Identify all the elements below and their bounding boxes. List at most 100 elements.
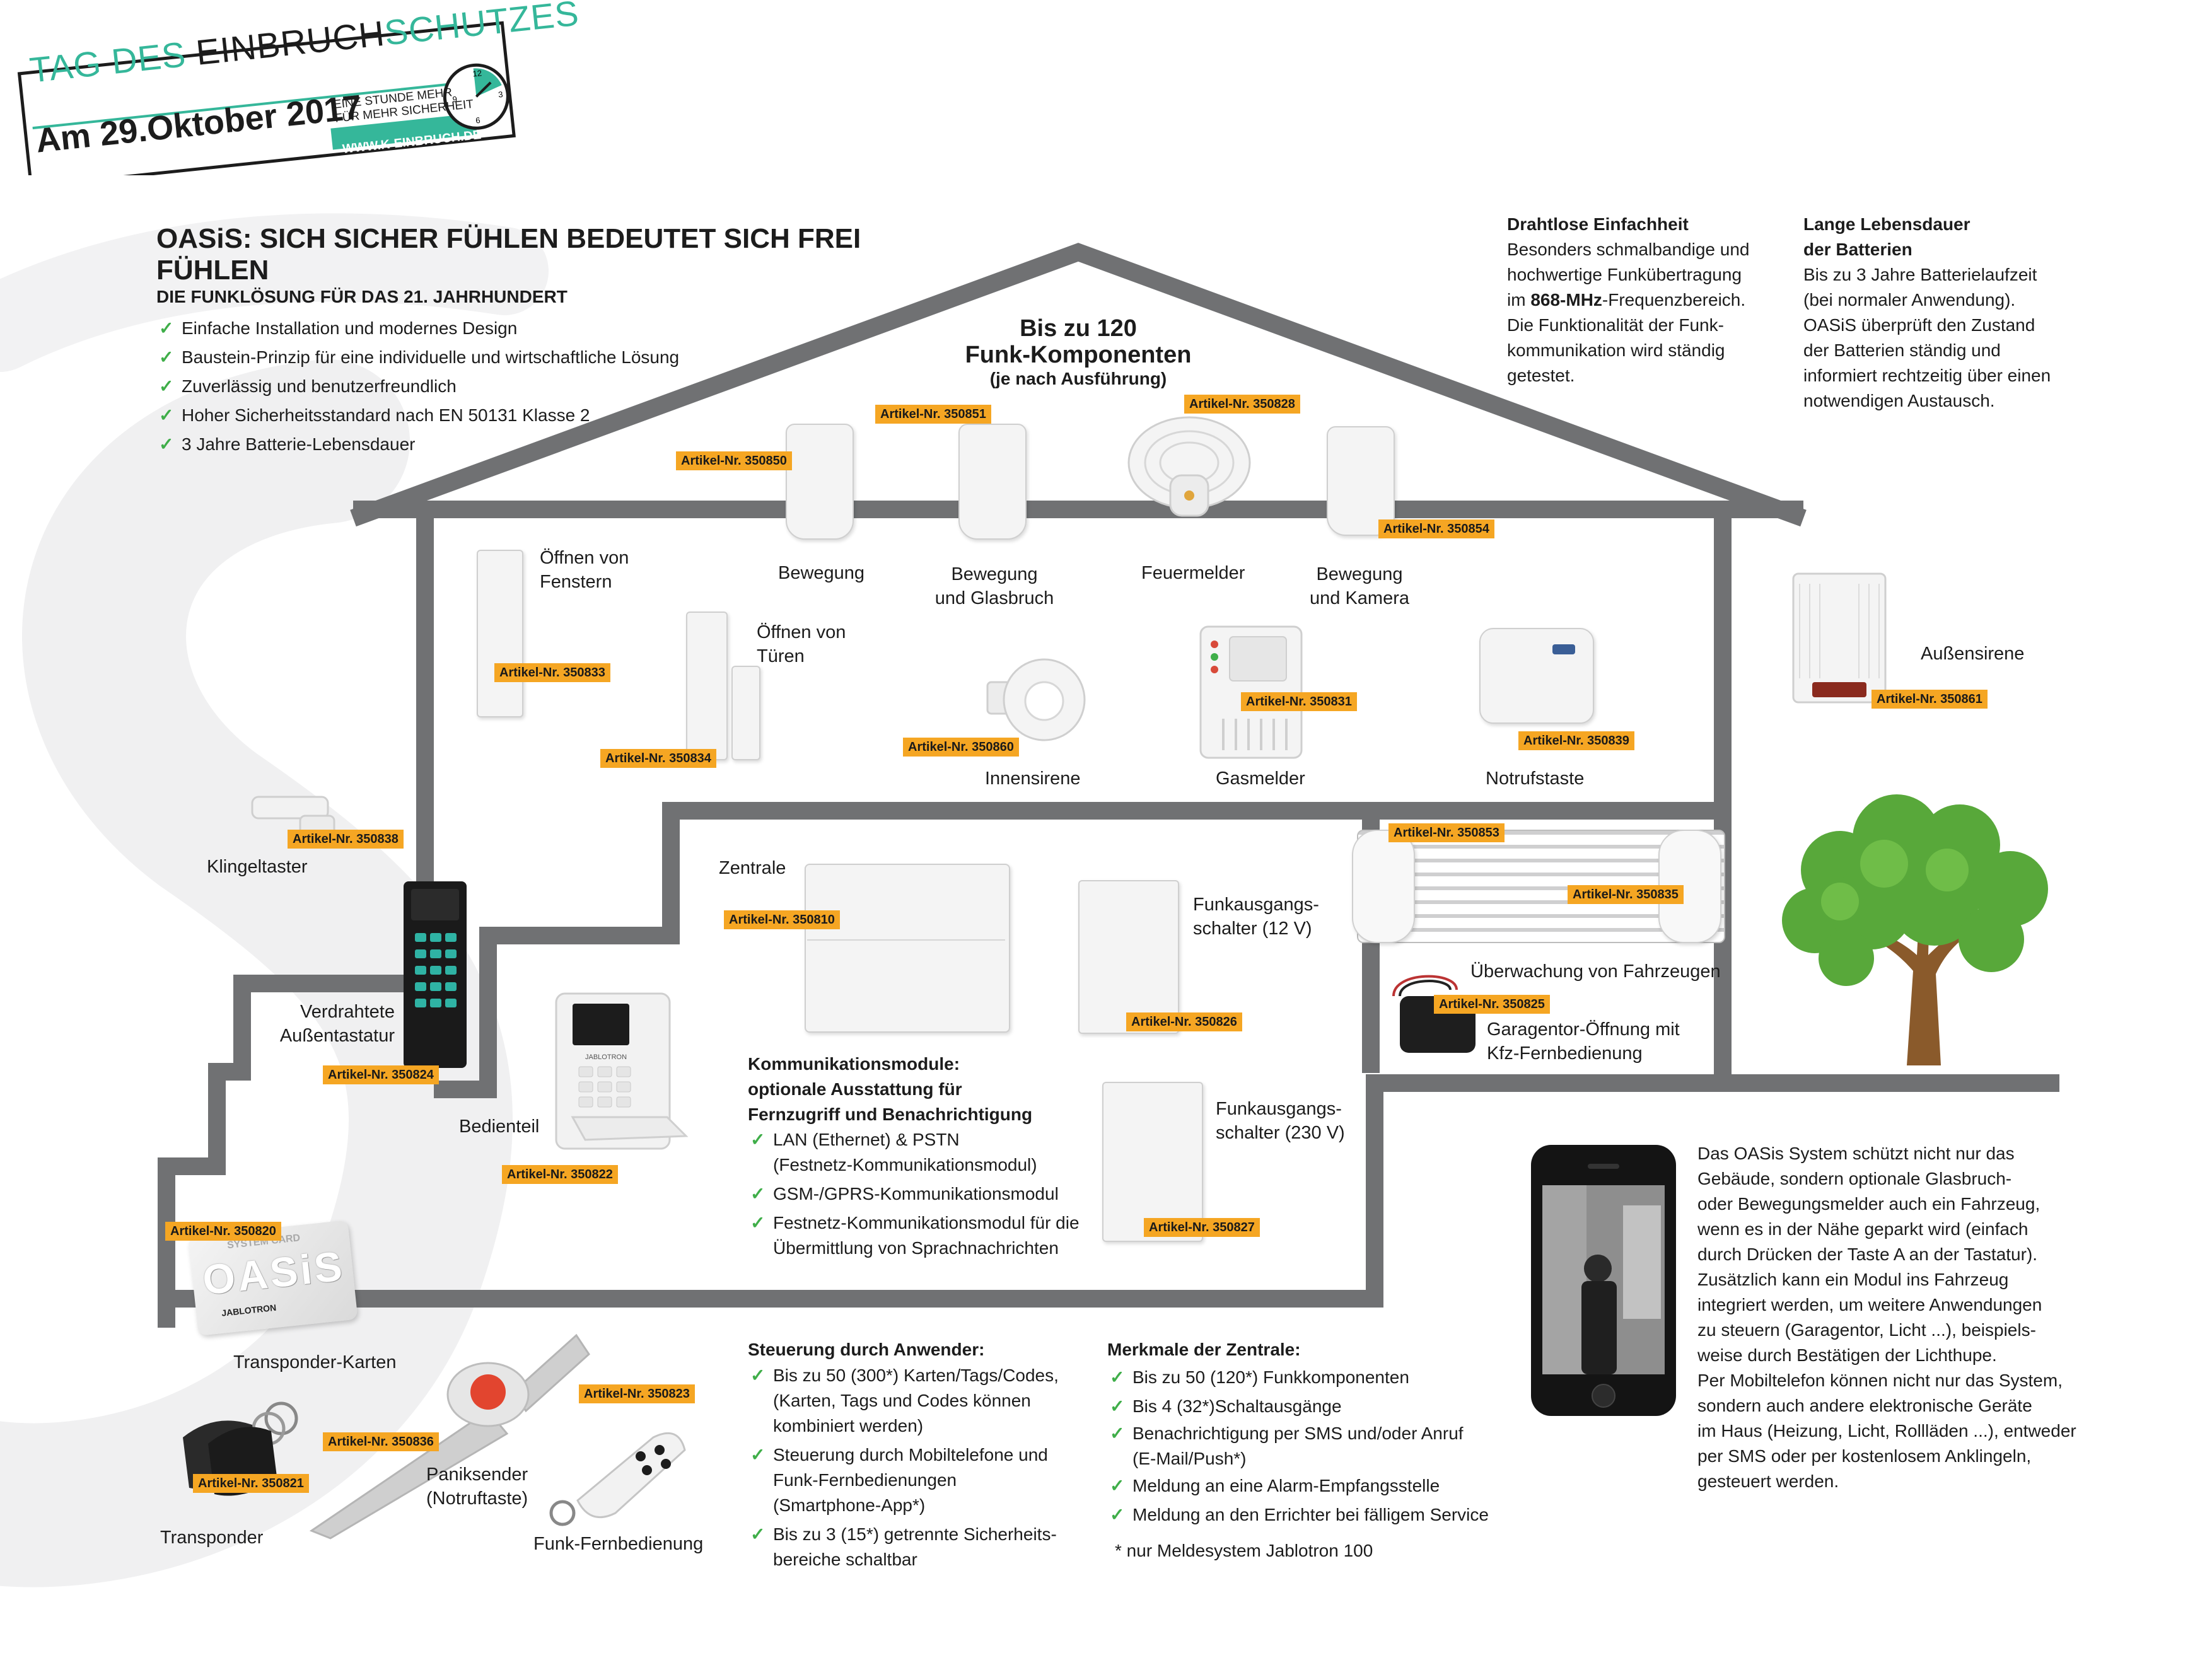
article-350854: Artikel-Nr. 350854 [1378,519,1494,538]
label-paniksender-line2: (Notruftaste) [426,1488,528,1509]
battery-line: der Batterien ständig und [1803,340,2001,360]
article-350851: Artikel-Nr. 350851 [875,405,991,424]
feature-item: Baustein-Prinzip für eine individuelle u… [156,343,976,372]
label-tueren-line1: Öffnen von [757,622,846,642]
system-line: Per Mobiltelefon können nicht nur das Sy… [1697,1371,2063,1390]
article-350834: Artikel-Nr. 350834 [600,749,716,768]
article-350833: Artikel-Nr. 350833 [494,663,610,682]
emergency-button-indicator [1552,644,1575,654]
communication-item-line: Festnetz-Kommunikationsmodul für die [773,1213,1080,1232]
features-central-item: Bis 4 (32*)Schaltausgänge [1107,1392,1498,1421]
battery-line: notwendigen Austausch. [1803,391,1995,410]
article-350861: Artikel-Nr. 350861 [1871,690,1988,709]
user-control-list: Bis zu 50 (300*) Karten/Tags/Codes, (Kart… [748,1363,1101,1572]
label-schalter12-line2: schalter (12 V) [1193,919,1312,939]
door-contact-device [686,612,728,760]
event-badge: 12 9 6 3 TAG DES EINBRUCHSCHUTZES Am 29.… [11,0,581,175]
label-fernbedienung: Funk-Fernbedienung [533,1534,704,1554]
label-garagentor: Garagentor-Öffnung mit Kfz-Fernbedienung [1487,1018,1680,1065]
control-panel-divider [807,939,1005,941]
label-kamera-line2: und Kamera [1310,588,1409,608]
communication-block: Kommunikationsmodule: optionale Ausstatt… [748,1052,1101,1261]
article-350828: Artikel-Nr. 350828 [1184,395,1300,414]
communication-item-line: (Festnetz-Kommunikationsmodul) [773,1155,1037,1174]
keypad-brand: JABLOTRON [585,1053,627,1061]
features-central-line: Benachrichtigung per SMS und/oder Anruf [1132,1424,1464,1443]
user-control-block: Steuerung durch Anwender: Bis zu 50 (300… [748,1337,1101,1572]
user-control-line: (Karten, Tags und Codes können [773,1391,1031,1410]
relay-12v-device [1078,880,1179,1034]
label-aussentastatur-line2: Außentastatur [279,1026,395,1046]
label-paniksender: Paniksender (Notruftaste) [426,1463,528,1511]
label-fenster-line1: Öffnen von [540,548,629,568]
wireless-block: Drahtlose Einfachheit Besonders schmalba… [1507,212,1835,388]
user-control-line: Steuerung durch Mobiltelefone und [773,1445,1048,1464]
label-zentrale: Zentrale [719,858,786,878]
communication-item: Festnetz-Kommunikationsmodul für dieÜber… [748,1210,1101,1261]
door-contact-magnet [731,666,760,760]
keypad-device: JABLOTRON [555,992,689,1150]
label-kamera-line1: Bewegung [1316,564,1403,584]
outdoor-siren-device [1792,572,1887,704]
relay-230v-device [1102,1082,1203,1242]
label-aussensirene: Außensirene [1921,644,2025,664]
features-central-item: Bis zu 50 (120*) Funkkomponenten [1107,1363,1498,1392]
features-central-block: Merkmale der Zentrale: Bis zu 50 (120*) … [1107,1337,1498,1563]
label-tueren: Öffnen von Türen [757,620,846,668]
components-line1: Bis zu 120 [1020,315,1137,342]
label-innensirene: Innensirene [985,768,1081,789]
communication-title3: Fernzugriff und Benachrichtigung [748,1105,1033,1124]
outdoor-keypad-device [404,881,467,1068]
wireless-line: Besonders schmalbandige und [1507,240,1750,259]
article-350838: Artikel-Nr. 350838 [288,830,404,849]
communication-list: LAN (Ethernet) & PSTN(Festnetz-Kommunika… [748,1127,1101,1261]
system-line: sondern auch andere elektronische Geräte [1697,1396,2032,1415]
label-aussentastatur-line1: Verdrahtete [300,1002,395,1022]
indoor-siren-device [986,658,1086,741]
article-350822: Artikel-Nr. 350822 [502,1165,618,1184]
system-line: im Haus (Heizung, Licht, Rollläden ...),… [1697,1421,2076,1441]
user-control-item: Bis zu 3 (15*) getrennte Sicherheits-ber… [748,1522,1101,1572]
article-350825: Artikel-Nr. 350825 [1434,995,1550,1014]
vehicle-sensor-left [1352,830,1415,943]
system-line: Gebäude, sondern optionale Glasbruch- [1697,1169,2012,1188]
article-350827: Artikel-Nr. 350827 [1144,1218,1260,1237]
article-350820: Artikel-Nr. 350820 [165,1222,281,1241]
wireless-line-c: -Frequenzbereich. [1602,290,1746,310]
article-350821: Artikel-Nr. 350821 [193,1474,309,1493]
feature-item: Zuverlässig und benutzerfreundlich [156,372,976,401]
article-350831: Artikel-Nr. 350831 [1241,692,1357,711]
user-control-line: Bis zu 50 (300*) Karten/Tags/Codes, [773,1366,1059,1385]
label-transponder: Transponder [160,1528,264,1548]
article-350826: Artikel-Nr. 350826 [1126,1012,1242,1031]
label-gasmelder: Gasmelder [1216,768,1305,789]
communication-item: LAN (Ethernet) & PSTN(Festnetz-Kommunika… [748,1127,1101,1178]
user-control-item: Steuerung durch Mobiltelefone undFunk-Fe… [748,1442,1101,1518]
communication-item: GSM-/GPRS-Kommunikationsmodul [748,1181,1101,1207]
tree-illustration [1782,794,2048,1065]
label-schalter230-line1: Funkausgangs- [1216,1099,1342,1119]
communication-title2: optionale Ausstattung für [748,1079,962,1099]
features-central-line: (E-Mail/Push*) [1132,1449,1247,1468]
article-350839: Artikel-Nr. 350839 [1518,731,1634,750]
system-line: gesteuert werden. [1697,1471,1839,1491]
label-glasbruch: Bewegung und Glasbruch [934,562,1054,610]
label-fenster: Öffnen von Fenstern [540,546,629,594]
communication-title1: Kommunikationsmodule: [748,1054,960,1074]
label-schalter12-line1: Funkausgangs- [1193,895,1319,915]
system-description: Das OASis System schützt nicht nur das G… [1697,1141,2088,1494]
user-control-title: Steuerung durch Anwender: [748,1340,985,1359]
camera-detector-device [1327,426,1395,536]
article-350835: Artikel-Nr. 350835 [1568,885,1684,904]
feature-item: 3 Jahre Batterie-Lebensdauer [156,430,976,459]
smartphone-illustration [1531,1145,1676,1416]
battery-line: informiert rechtzeitig über einen [1803,366,2051,385]
remote-control-device [549,1432,686,1526]
wireless-freq: 868-MHz [1530,290,1602,310]
motion-detector-device [786,424,854,540]
components-line2: Funk-Komponenten [965,342,1192,368]
system-line: per SMS oder per kostenlosem Anklingeln, [1697,1446,2032,1466]
wireless-line: getestet. [1507,366,1575,385]
label-notrufstaste: Notrufstaste [1486,768,1585,789]
label-kamera: Bewegung und Kamera [1309,562,1410,610]
